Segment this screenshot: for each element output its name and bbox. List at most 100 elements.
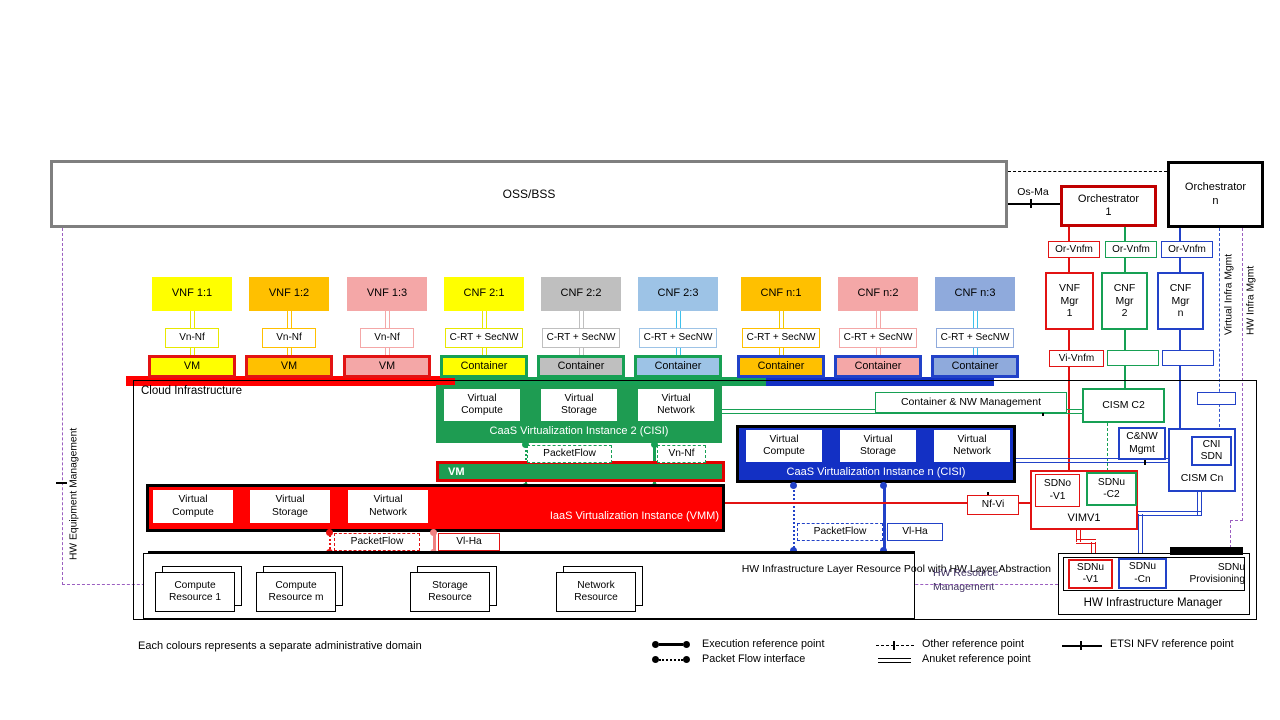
anuket-line-blue — [1138, 511, 1202, 516]
blue-admin-bar — [766, 377, 994, 386]
legend-etsi-symbol — [1062, 645, 1102, 647]
cnf-2-1-reference-point-label: C-RT + SecNW — [445, 328, 523, 348]
cnf-n-1-box: CNF n:1 — [741, 277, 821, 311]
cnf-2-3-box: CNF 2:3 — [638, 277, 718, 311]
cnf-n-2-container-box: Container — [834, 355, 922, 378]
legend-packetflow-symbol — [652, 656, 690, 663]
vnf-mgr-1-box: VNF Mgr 1 — [1045, 272, 1094, 330]
os-ma-line — [1008, 203, 1060, 205]
cisi2-box: Virtual Compute Virtual Storage Virtual … — [436, 385, 722, 443]
or-vnfm-label-red: Or-Vnfm — [1048, 241, 1100, 258]
line-endpoint — [880, 547, 887, 554]
cnf-n-2-reference-point-label: C-RT + SecNW — [839, 328, 917, 348]
cisin-label: CaaS Virtualization Instance n (CISI) — [786, 465, 966, 478]
line-endpoint — [683, 656, 690, 663]
vim-v1-box: SDNo -V1 SDNu -C2 VIMV1 — [1030, 470, 1138, 530]
line-endpoint — [651, 441, 658, 448]
anuket-line-blue — [1138, 514, 1143, 558]
vnf-1-1-vm-box: VM — [148, 355, 236, 378]
sdnu-cn-box: SDNu -Cn — [1118, 558, 1167, 589]
cnf-2-2-container-box: Container — [537, 355, 625, 378]
line-endpoint — [790, 482, 797, 489]
cisi2-virtual-storage: Virtual Storage — [541, 389, 617, 421]
dotted-line — [659, 658, 683, 661]
cism-cn-box: CNI SDN CISM Cn — [1168, 428, 1236, 492]
cnf-2-1-box: CNF 2:1 — [444, 277, 524, 311]
hw-resource-box: Storage Resource — [410, 572, 490, 612]
line-endpoint — [790, 547, 797, 554]
line-endpoint — [652, 656, 659, 663]
vnf-1-1-box: VNF 1:1 — [152, 277, 232, 311]
hw-resource-box: Compute Resource 1 — [155, 572, 235, 612]
packetflow-label-red: PacketFlow — [334, 533, 420, 551]
hw-infrastructure-manager-label: HW Infrastructure Manager — [1083, 596, 1223, 609]
cism-c2-dashed-line — [1107, 423, 1108, 471]
vnf-1-1-reference-point-label: Vn-Nf — [165, 328, 219, 348]
vi-cism-label-blue-empty — [1162, 350, 1214, 366]
cnf-mgr-2-box: CNF Mgr 2 — [1101, 272, 1148, 330]
legend-execution-label: Execution reference point — [702, 638, 825, 650]
container-nw-mgmt-box: Container & NW Management — [875, 392, 1067, 413]
hw-resource-box: Compute Resource m — [256, 572, 336, 612]
cisin-box: Virtual Compute Virtual Storage Virtual … — [736, 425, 1016, 483]
solid-line — [659, 643, 683, 646]
hw-resource-box: Network Resource — [556, 572, 636, 612]
anuket-line-red — [1091, 542, 1096, 558]
vl-ha-label-blue: Vl-Ha — [887, 523, 943, 541]
hw-infra-mgmt-line-down — [1230, 520, 1231, 548]
hw-resource-pool-label: HW Infrastructure Layer Resource Pool wi… — [741, 562, 1051, 575]
sdnu-provisioning-bar — [1170, 547, 1243, 555]
legend-anuket-symbol — [878, 658, 911, 663]
vnf-1-2-box: VNF 1:2 — [249, 277, 329, 311]
vnf-1-3-box: VNF 1:3 — [347, 277, 427, 311]
green-admin-bar — [455, 377, 782, 386]
cnf-2-3-container-box: Container — [634, 355, 722, 378]
cnf-mgr-n-box: CNF Mgr n — [1157, 272, 1204, 330]
packetflow-line-red — [329, 532, 331, 552]
red-domain-line — [1068, 330, 1070, 473]
hw-equipment-mgmt-line-vertical — [62, 228, 63, 585]
empty-blue-box — [1197, 392, 1236, 405]
orchestrator-1-box: Orchestrator 1 — [1060, 185, 1157, 227]
vl-ha-line-red — [433, 532, 436, 552]
cnw-mgmt-box: C&NW Mgmt — [1118, 427, 1166, 460]
hw-infra-mgmt-line — [1242, 228, 1243, 521]
packetflow-label-blue: PacketFlow — [797, 523, 883, 541]
vnf-1-2-reference-point-label: Vn-Nf — [262, 328, 316, 348]
line-endpoint — [522, 441, 529, 448]
sdnu-c2-box: SDNu -C2 — [1086, 472, 1137, 506]
line-endpoint — [683, 641, 690, 648]
anuket-line-red — [1076, 539, 1096, 544]
legend-other-label: Other reference point — [922, 638, 1025, 650]
iaas-virtual-network: Virtual Network — [348, 490, 428, 523]
cism-c2-box: CISM C2 — [1082, 388, 1165, 423]
hw-resource-mgmt-label: HW Resource Management — [933, 567, 999, 594]
anuket-line-blue — [1016, 458, 1168, 463]
legend-etsi-label: ETSI NFV reference point — [1110, 638, 1234, 650]
line-endpoint — [430, 529, 437, 536]
cisin-virtual-compute: Virtual Compute — [746, 430, 822, 462]
sdnu-inner-box — [1063, 557, 1245, 591]
nf-vi-label: Nf-Vi — [967, 495, 1019, 515]
oss-bss-label: OSS/BSS — [502, 186, 556, 201]
blue-domain-line — [1179, 330, 1181, 437]
cisi2-virtual-compute: Virtual Compute — [444, 389, 520, 421]
virtual-infra-mgmt-label: Virtual Infra Mgmt — [1223, 253, 1235, 335]
cnf-n-1-reference-point-label: C-RT + SecNW — [742, 328, 820, 348]
cnf-n-1-container-box: Container — [737, 355, 825, 378]
cisi2-virtual-network: Virtual Network — [638, 389, 714, 421]
iaas-box: Virtual Compute Virtual Storage Virtual … — [146, 484, 725, 532]
cnf-n-3-reference-point-label: C-RT + SecNW — [936, 328, 1014, 348]
sdno-v1-box: SDNo -V1 — [1035, 474, 1080, 507]
legend-packetflow-label: Packet Flow interface — [702, 653, 806, 665]
sdnu-provisioning-label: SDNu Provisioning — [1189, 561, 1246, 585]
etsi-tick — [893, 641, 895, 650]
etsi-tick — [1080, 641, 1082, 650]
cnf-n-2-box: CNF n:2 — [838, 277, 918, 311]
cisi2-label: CaaS Virtualization Instance 2 (CISI) — [489, 425, 669, 438]
legend-other-symbol — [876, 645, 914, 646]
oss-bss-box: OSS/BSS — [50, 160, 1008, 228]
cnf-2-2-reference-point-label: C-RT + SecNW — [542, 328, 620, 348]
anuket-line-red — [1076, 530, 1081, 542]
